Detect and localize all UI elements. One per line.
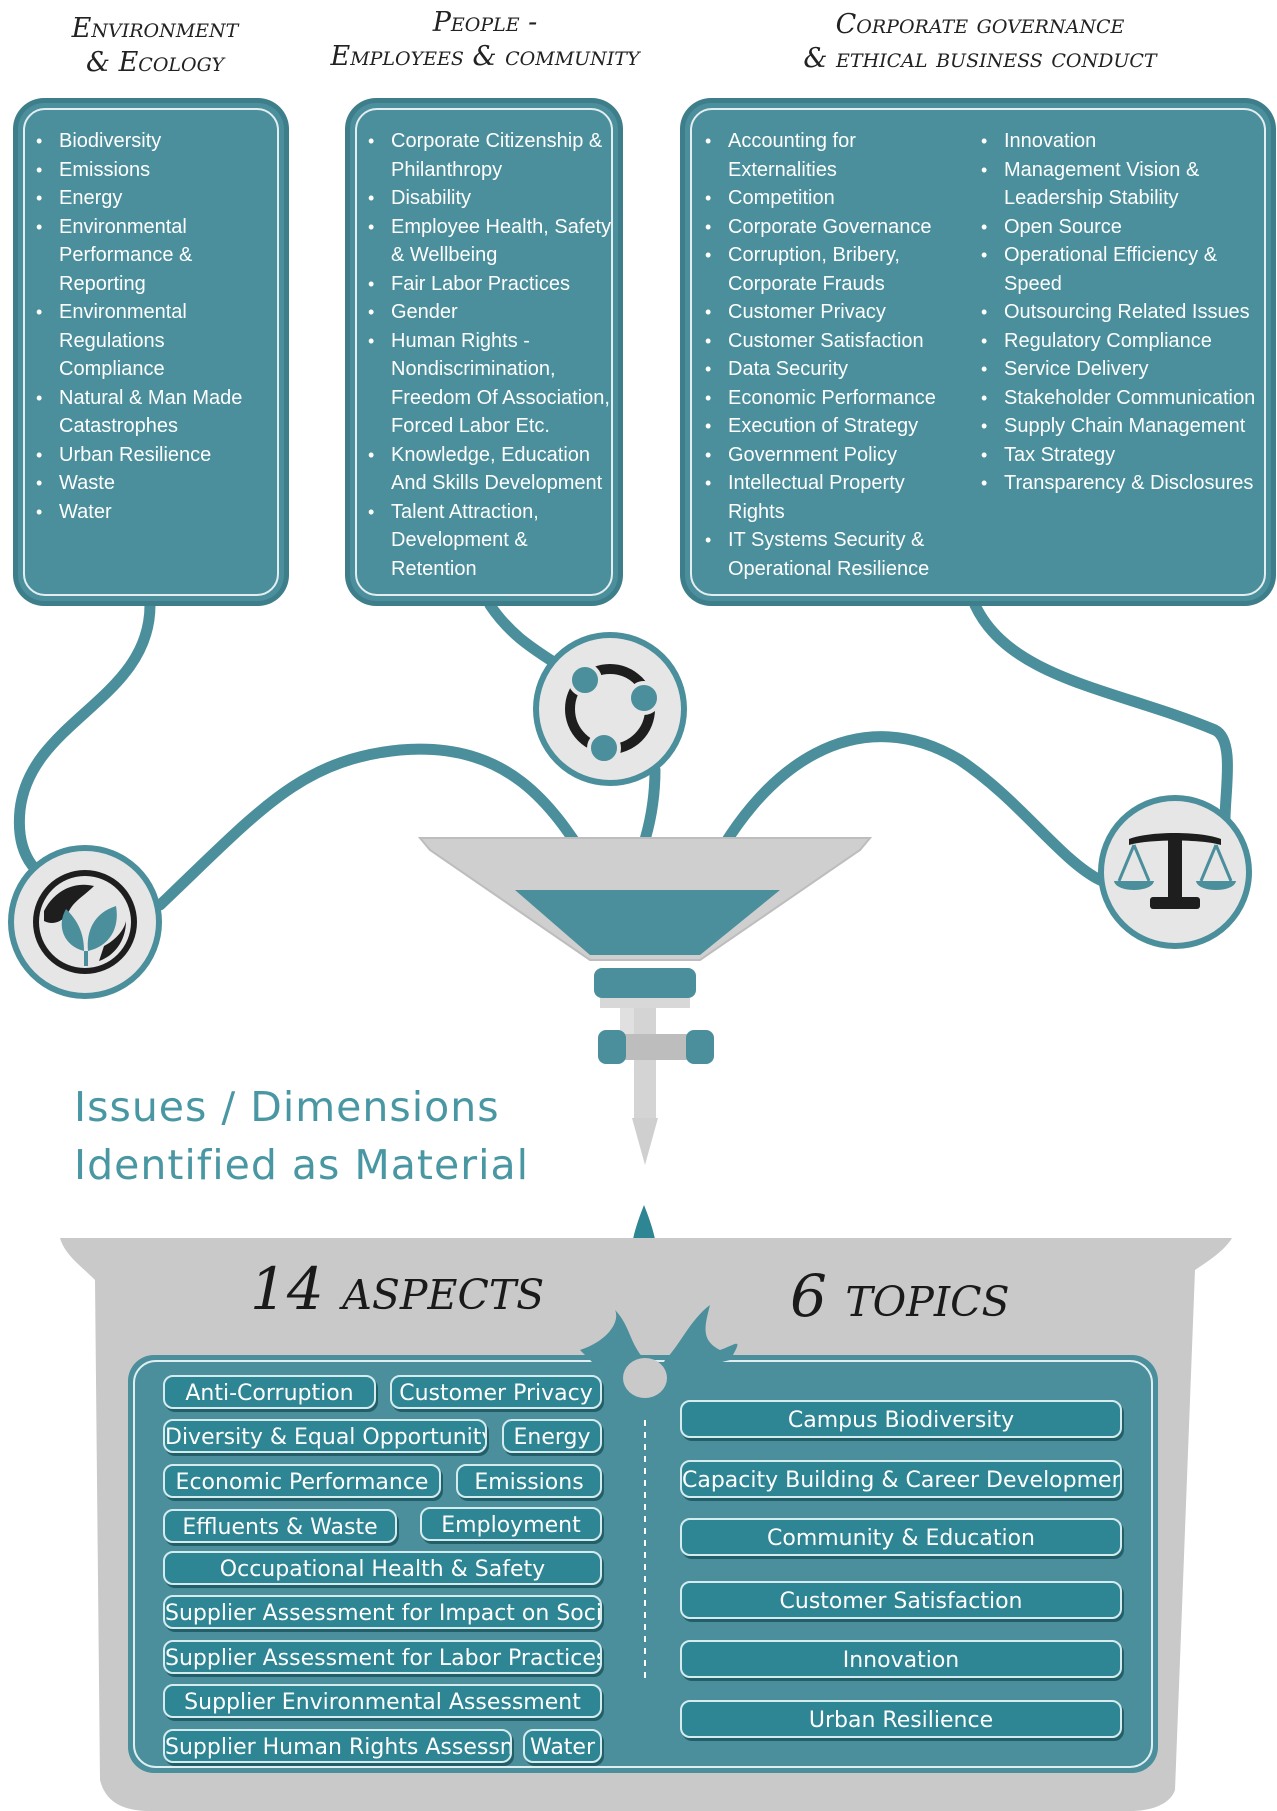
people-item: Talent Attraction, Development & Retenti… — [366, 498, 614, 584]
governance-item: Customer Satisfaction — [703, 327, 963, 356]
environment-item: Environmental Regulations Compliance — [34, 298, 274, 384]
aspect-pill: Water — [523, 1729, 602, 1763]
governance-item: Economic Performance — [703, 384, 963, 413]
governance-list-col1: Accounting for ExternalitiesCompetitionC… — [703, 127, 963, 583]
people-item: Employee Health, Safety & Wellbeing — [366, 213, 614, 270]
environment-list: BiodiversityEmissionsEnergyEnvironmental… — [34, 127, 274, 526]
aspect-pill: Supplier Environmental Assessment — [163, 1684, 602, 1718]
governance-item: Corporate Governance — [703, 213, 963, 242]
aspect-pill: Emissions — [456, 1464, 602, 1498]
governance-item: Tax Strategy — [979, 441, 1257, 470]
header-people: People - Employees & community — [330, 7, 640, 72]
aspect-pill: Occupational Health & Safety — [163, 1551, 602, 1585]
aspect-pill: Effluents & Waste — [163, 1509, 397, 1543]
people-list: Corporate Citizenship & PhilanthropyDisa… — [366, 127, 614, 583]
governance-item: Management Vision & Leadership Stability — [979, 156, 1257, 213]
header-governance: Corporate governance & ethical business … — [803, 9, 1157, 74]
governance-item: Supply Chain Management — [979, 412, 1257, 441]
governance-item: Intellectual Property Rights — [703, 469, 963, 526]
governance-box: Accounting for ExternalitiesCompetitionC… — [685, 103, 1271, 601]
topic-pill: Innovation — [680, 1640, 1122, 1678]
topic-pill: Customer Satisfaction — [680, 1581, 1122, 1619]
people-item: Disability — [366, 184, 614, 213]
aspect-pill: Diversity & Equal Opportunity — [163, 1419, 487, 1453]
topic-pill: Campus Biodiversity — [680, 1400, 1122, 1438]
governance-item: Competition — [703, 184, 963, 213]
people-item: Gender — [366, 298, 614, 327]
people-box: Corporate Citizenship & PhilanthropyDisa… — [350, 103, 618, 601]
environment-box: BiodiversityEmissionsEnergyEnvironmental… — [18, 103, 284, 601]
governance-item: Accounting for Externalities — [703, 127, 963, 184]
aspect-pill: Supplier Assessment for Impact on Societ… — [163, 1595, 602, 1629]
governance-item: Corruption, Bribery, Corporate Frauds — [703, 241, 963, 298]
governance-item: Government Policy — [703, 441, 963, 470]
aspect-pill: Energy — [502, 1419, 602, 1453]
people-item: Knowledge, Education And Skills Developm… — [366, 441, 614, 498]
people-item: Fair Labor Practices — [366, 270, 614, 299]
aspect-pill: Supplier Assessment for Labor Practices — [163, 1640, 602, 1674]
leaf-globe-icon — [8, 845, 162, 999]
governance-item: Open Source — [979, 213, 1257, 242]
governance-item: Service Delivery — [979, 355, 1257, 384]
aspect-pill: Economic Performance — [163, 1464, 441, 1498]
governance-item: Stakeholder Communication — [979, 384, 1257, 413]
topics-count-title: 6 topics — [790, 1262, 1010, 1330]
topic-pill: Urban Resilience — [680, 1700, 1122, 1738]
environment-item: Urban Resilience — [34, 441, 274, 470]
aspects-count-title: 14 aspects — [250, 1255, 545, 1323]
governance-item: Regulatory Compliance — [979, 327, 1257, 356]
topic-pill: Community & Education — [680, 1518, 1122, 1556]
material-title-line1: Issues / Dimensions — [74, 1083, 500, 1131]
governance-item: Transparency & Disclosures — [979, 469, 1257, 498]
environment-item: Emissions — [34, 156, 274, 185]
governance-item: Data Security — [703, 355, 963, 384]
community-cycle-icon — [533, 632, 687, 786]
topic-pill: Capacity Building & Career Development — [680, 1460, 1122, 1498]
governance-list-col2: InnovationManagement Vision & Leadership… — [979, 127, 1257, 498]
governance-item: Operational Efficiency & Speed — [979, 241, 1257, 298]
environment-item: Environmental Performance & Reporting — [34, 213, 274, 299]
environment-item: Waste — [34, 469, 274, 498]
header-environment: Environment & Ecology — [71, 13, 239, 78]
material-title-line2: Identified as Material — [74, 1141, 529, 1189]
environment-item: Water — [34, 498, 274, 527]
aspect-pill: Employment — [420, 1507, 602, 1541]
governance-item: Outsourcing Related Issues — [979, 298, 1257, 327]
governance-item: IT Systems Security & Operational Resili… — [703, 526, 963, 583]
environment-item: Biodiversity — [34, 127, 274, 156]
aspect-pill: Supplier Human Rights Assessment — [163, 1729, 512, 1763]
aspect-pill: Customer Privacy — [390, 1375, 602, 1409]
people-item: Corporate Citizenship & Philanthropy — [366, 127, 614, 184]
governance-item: Customer Privacy — [703, 298, 963, 327]
governance-item: Execution of Strategy — [703, 412, 963, 441]
people-item: Human Rights - Nondiscrimination, Freedo… — [366, 327, 614, 441]
environment-item: Energy — [34, 184, 274, 213]
governance-item: Innovation — [979, 127, 1257, 156]
scales-icon — [1098, 795, 1252, 949]
aspect-pill: Anti-Corruption — [163, 1375, 376, 1409]
environment-item: Natural & Man Made Catastrophes — [34, 384, 274, 441]
